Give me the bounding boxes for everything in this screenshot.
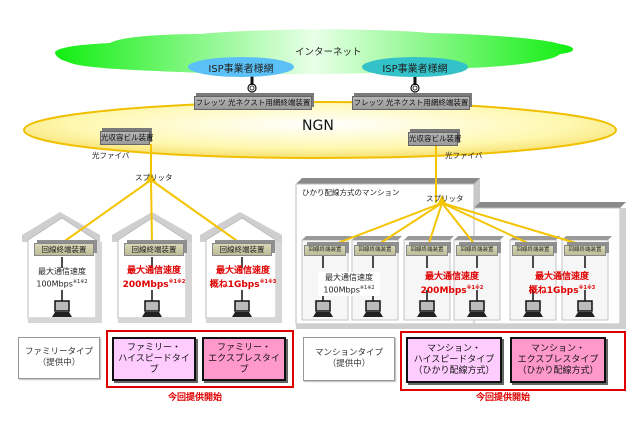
laptop-icon bbox=[466, 300, 487, 318]
flets-termination-device-2: フレッツ 光ネクスト用網終端装置 bbox=[352, 96, 470, 110]
speed-note: ※1※2 bbox=[168, 279, 186, 285]
plan-line: マンション・ bbox=[426, 343, 481, 354]
plan-line: マンション・ bbox=[530, 343, 585, 354]
plan-line: ファミリータイプ bbox=[24, 347, 93, 357]
plan-family-current: ファミリータイプ（提供中） bbox=[18, 337, 100, 379]
mansion-speed-3: 最大通信速度 概ね1Gbps※1※3 bbox=[522, 272, 602, 297]
mansion-onu-4: 回線終端装置 bbox=[456, 245, 498, 256]
speed-note: ※1※3 bbox=[259, 279, 277, 285]
family-speed-2: 最大通信速度 200Mbps※1※2 bbox=[116, 266, 192, 291]
plan-line: エクスプレスタイプ bbox=[517, 354, 599, 365]
laptop-icon bbox=[141, 300, 162, 318]
plan-line: マンションタイプ bbox=[314, 348, 383, 358]
plan-mansion-current: マンションタイプ（提供中） bbox=[303, 337, 395, 381]
flets-termination-device-1: フレッツ 光ネクスト用網終端装置 bbox=[194, 96, 312, 110]
splitter-label-2: スプリッタ bbox=[426, 194, 464, 203]
speed-title: 最大通信速度 bbox=[424, 272, 479, 282]
isp-network-1: ISP事業者様網 bbox=[188, 57, 294, 77]
laptop-icon bbox=[312, 300, 333, 318]
ngn-label: NGN bbox=[302, 118, 334, 134]
family-speed-1: 最大通信速度 100Mbps※1※2 bbox=[30, 266, 94, 290]
mansion-onu-6: 回線終端装置 bbox=[564, 245, 606, 256]
plan-line: ハイスピードタイプ bbox=[118, 353, 190, 375]
mansion-onu-2: 回線終端装置 bbox=[354, 245, 396, 256]
speed-title: 最大通信速度 bbox=[38, 267, 86, 276]
plan-line: （ひかり配線方式） bbox=[517, 365, 599, 376]
speed-value: 100Mbps bbox=[36, 279, 73, 289]
family-onu-3: 回線終端装置 bbox=[212, 243, 272, 256]
office-device-1: 光収容ビル装置 bbox=[100, 131, 154, 145]
laptop-icon bbox=[51, 300, 72, 318]
splitter-icon bbox=[437, 195, 447, 205]
family-speed-3: 最大通信速度 概ね1Gbps※1※3 bbox=[204, 266, 282, 291]
isp-network-1-label: ISP事業者様網 bbox=[208, 63, 274, 75]
new-service-frame-family bbox=[106, 330, 294, 388]
speed-note: ※1※2 bbox=[359, 285, 375, 291]
mansion-onu-1: 回線終端装置 bbox=[304, 245, 346, 256]
fiber-label-2: 光ファイバ bbox=[445, 151, 483, 160]
mansion-onu-3: 回線終端装置 bbox=[406, 245, 448, 256]
mansion-speed-2: 最大通信速度 200Mbps※1※2 bbox=[414, 272, 490, 297]
speed-note: ※1※2 bbox=[466, 285, 484, 291]
laptop-icon bbox=[416, 300, 437, 318]
isp-connectors bbox=[247, 76, 420, 93]
mansion-speed-1: 最大通信速度 100Mbps※1※2 bbox=[318, 272, 380, 296]
laptop-icon bbox=[522, 300, 543, 318]
new-service-label-mansion: 今回提供開始 bbox=[476, 393, 531, 403]
mansion-onu-5: 回線終端装置 bbox=[512, 245, 554, 256]
fiber-label-1: 光ファイバ bbox=[92, 151, 130, 160]
plan-line: ファミリー・ bbox=[216, 342, 271, 353]
plan-family-express: ファミリー・エクスプレスタイプ bbox=[202, 337, 286, 381]
speed-value: 200Mbps bbox=[420, 286, 467, 296]
plan-family-highspeed: ファミリー・ハイスピードタイプ bbox=[112, 337, 196, 381]
splitter-label-1: スプリッタ bbox=[135, 173, 173, 182]
plan-mansion-highspeed: マンション・ハイスピードタイプ（ひかり配線方式） bbox=[406, 337, 502, 383]
plan-mansion-express: マンション・エクスプレスタイプ（ひかり配線方式） bbox=[510, 337, 606, 383]
plan-line: （ひかり配線方式） bbox=[413, 365, 495, 376]
speed-value: 200Mbps bbox=[122, 280, 169, 290]
speed-note: ※1※3 bbox=[578, 285, 596, 291]
office-device-2: 光収容ビル装置 bbox=[408, 132, 462, 146]
laptop-icon bbox=[231, 300, 252, 318]
speed-title: 最大通信速度 bbox=[215, 266, 270, 276]
isp-network-2: ISP事業者様網 bbox=[362, 57, 468, 77]
new-service-label-family: 今回提供開始 bbox=[168, 393, 223, 403]
plan-line: ファミリー・ bbox=[126, 342, 181, 353]
new-service-frame-mansion bbox=[400, 331, 626, 391]
laptop-icon bbox=[362, 300, 383, 318]
splitter-icon bbox=[146, 172, 156, 182]
plan-line: ハイスピードタイプ bbox=[413, 354, 495, 365]
speed-value: 概ね1Gbps bbox=[528, 286, 579, 296]
speed-title: 最大通信速度 bbox=[325, 273, 373, 282]
plan-line: （提供中） bbox=[37, 358, 81, 368]
plan-line: （提供中） bbox=[327, 359, 371, 369]
speed-value: 概ね1Gbps bbox=[209, 280, 260, 290]
isp-network-2-label: ISP事業者様網 bbox=[382, 63, 448, 75]
internet-label: インターネット bbox=[295, 47, 362, 58]
laptop-icon bbox=[574, 300, 595, 318]
speed-title: 最大通信速度 bbox=[126, 266, 181, 276]
mansion-label: ひかり配線方式のマンション bbox=[302, 188, 400, 197]
family-onu-2: 回線終端装置 bbox=[124, 243, 184, 256]
family-onu-1: 回線終端装置 bbox=[34, 243, 94, 256]
speed-value: 100Mbps bbox=[323, 285, 360, 295]
ngn-cloud bbox=[23, 101, 617, 159]
plan-line: エクスプレスタイプ bbox=[208, 353, 280, 375]
fiber-lines bbox=[61, 144, 587, 247]
speed-title: 最大通信速度 bbox=[534, 272, 589, 282]
speed-note: ※1※2 bbox=[72, 279, 88, 285]
